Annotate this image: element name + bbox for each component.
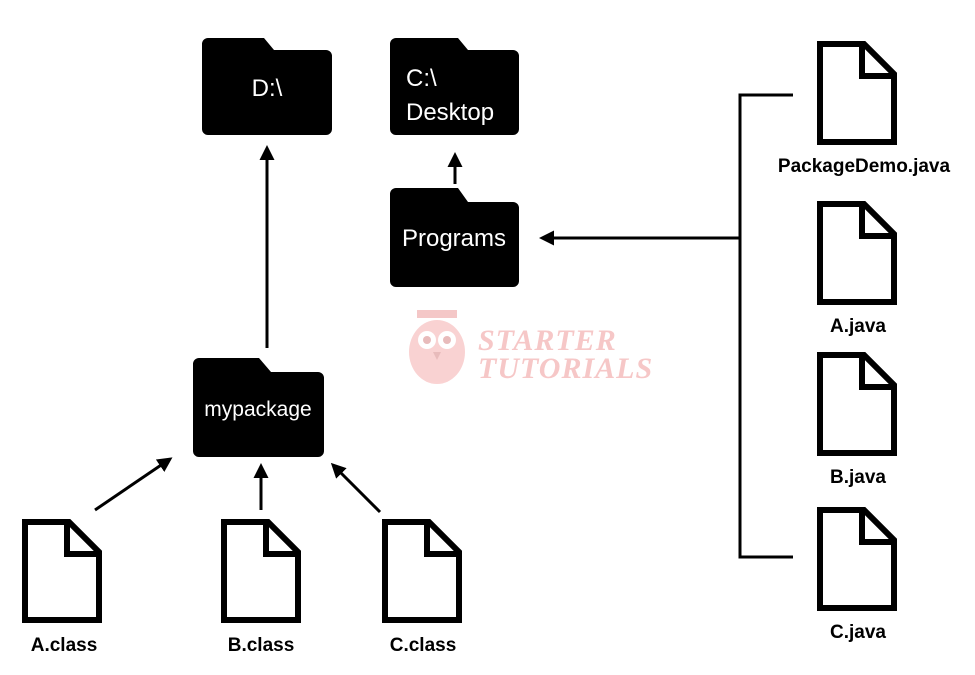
file-c-class-label: C.class — [390, 635, 457, 656]
folder-d-drive: D:\ — [202, 38, 332, 135]
folder-c-desktop-label-1: C:\ — [406, 65, 437, 92]
file-icon — [382, 519, 462, 623]
folder-icon — [202, 38, 332, 135]
folder-d-drive-label: D:\ — [252, 75, 283, 102]
file-a-class: A.class — [22, 519, 102, 656]
file-b-java: B.java — [817, 352, 897, 488]
file-c-class: C.class — [382, 519, 462, 656]
arrow-a-class-to-mypackage — [94, 457, 173, 512]
folder-icon — [390, 38, 519, 135]
file-b-class-label: B.class — [228, 635, 295, 656]
file-a-class-label: A.class — [31, 635, 98, 656]
folder-c-desktop-label-2: Desktop — [406, 99, 494, 126]
file-icon — [817, 201, 897, 305]
folder-icon — [390, 188, 519, 287]
arrow-c-class-to-mypackage — [330, 462, 382, 514]
file-icon — [817, 507, 897, 611]
watermark: STARTER TUTORIALS — [409, 310, 653, 385]
owl-logo-icon — [409, 310, 465, 384]
watermark-line-1: STARTER — [478, 324, 617, 357]
file-b-java-label: B.java — [830, 467, 886, 488]
folder-programs: Programs — [390, 188, 519, 287]
file-package-demo-java-label: PackageDemo.java — [778, 156, 951, 177]
watermark-line-2: TUTORIALS — [478, 352, 653, 385]
file-a-java-label: A.java — [830, 316, 886, 337]
file-c-java: C.java — [817, 507, 897, 643]
folder-icon — [193, 358, 324, 457]
file-icon — [817, 352, 897, 456]
folder-mypackage-label: mypackage — [204, 398, 311, 421]
java-files-bracket — [738, 93, 793, 559]
folder-programs-label: Programs — [402, 225, 506, 252]
folder-c-desktop: C:\ Desktop — [390, 38, 519, 135]
file-icon — [22, 519, 102, 623]
file-package-demo-java: PackageDemo.java — [778, 41, 951, 177]
file-a-java: A.java — [817, 201, 897, 337]
file-b-class: B.class — [221, 519, 301, 656]
file-c-java-label: C.java — [830, 622, 886, 643]
file-icon — [817, 41, 897, 145]
folder-mypackage: mypackage — [193, 358, 324, 457]
file-icon — [221, 519, 301, 623]
